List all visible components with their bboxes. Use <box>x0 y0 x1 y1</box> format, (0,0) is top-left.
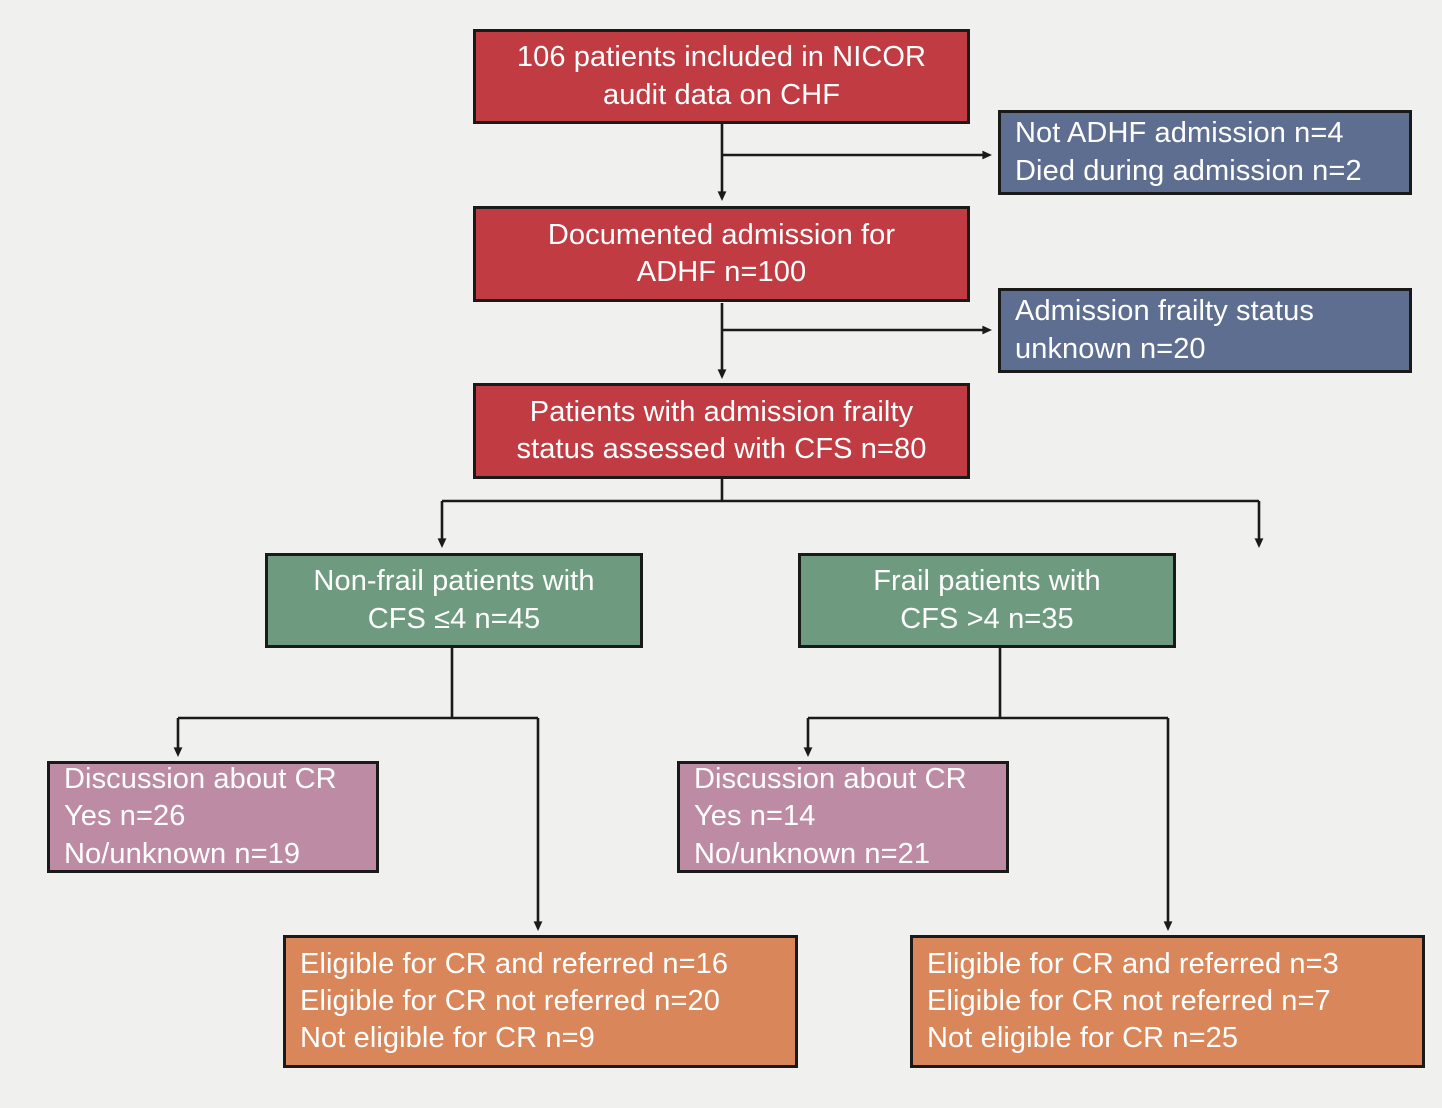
node-frailty-assessed-line-2: status assessed with CFS n=80 <box>516 433 927 465</box>
node-frailty-assessed: Patients with admission frailty status a… <box>473 383 970 479</box>
node-included-line-1: 106 patients included in NICOR <box>516 41 927 74</box>
node-discussion-frail: Discussion about CR Yes n=14 No/unknown … <box>677 761 1009 873</box>
node-outcome-frail-line-1: Eligible for CR and referred n=3 <box>927 947 1339 980</box>
node-discussion-non-frail: Discussion about CR Yes n=26 No/unknown … <box>47 761 379 873</box>
node-discussion-frail-line-2: Yes n=14 <box>694 800 816 833</box>
node-outcome-frail-line-2: Eligible for CR not referred n=7 <box>927 984 1331 1017</box>
node-frail: Frail patients with CFS >4 n=35 <box>798 553 1176 648</box>
node-documented-adhf-line-1: Documented admission for <box>547 218 896 251</box>
node-discussion-non-frail-line-2: Yes n=26 <box>64 800 186 833</box>
node-excluded-2: Admission frailty status unknown n=20 <box>998 288 1412 373</box>
node-frail-line-2: CFS >4 n=35 <box>900 602 1074 635</box>
node-outcome-non-frail-line-1: Eligible for CR and referred n=16 <box>300 947 729 980</box>
node-outcome-non-frail-line-2: Eligible for CR not referred n=20 <box>300 984 720 1017</box>
node-excluded-2-line-2: unknown n=20 <box>1015 332 1206 365</box>
node-excluded-1-line-2: Died during admission n=2 <box>1015 154 1362 187</box>
node-outcome-frail-line-3: Not eligible for CR n=25 <box>927 1022 1239 1055</box>
node-outcome-frail: Eligible for CR and referred n=3 Eligibl… <box>910 935 1425 1068</box>
node-non-frail-line-1: Non-frail patients with <box>313 565 595 598</box>
node-excluded-1: Not ADHF admission n=4 Died during admis… <box>998 110 1412 195</box>
node-discussion-non-frail-line-1: Discussion about CR <box>64 763 337 796</box>
node-included-line-2: audit data on CHF <box>602 78 841 111</box>
node-discussion-frail-line-3: No/unknown n=21 <box>694 837 931 870</box>
node-included: 106 patients included in NICOR audit dat… <box>473 29 970 124</box>
node-discussion-non-frail-line-3: No/unknown n=19 <box>64 837 301 870</box>
node-documented-adhf: Documented admission for ADHF n=100 <box>473 206 970 302</box>
node-frailty-assessed-line-1: Patients with admission frailty <box>529 395 914 428</box>
node-outcome-non-frail: Eligible for CR and referred n=16 Eligib… <box>283 935 798 1068</box>
node-non-frail: Non-frail patients with CFS ≤4 n=45 <box>265 553 643 648</box>
node-frail-line-1: Frail patients with <box>873 565 1101 598</box>
node-excluded-1-line-1: Not ADHF admission n=4 <box>1015 117 1344 150</box>
node-outcome-non-frail-line-3: Not eligible for CR n=9 <box>300 1022 595 1055</box>
node-discussion-frail-line-1: Discussion about CR <box>694 763 967 796</box>
node-excluded-2-line-1: Admission frailty status <box>1015 295 1314 328</box>
node-non-frail-line-2: CFS ≤4 n=45 <box>367 602 541 635</box>
node-documented-adhf-line-2: ADHF n=100 <box>636 256 807 288</box>
